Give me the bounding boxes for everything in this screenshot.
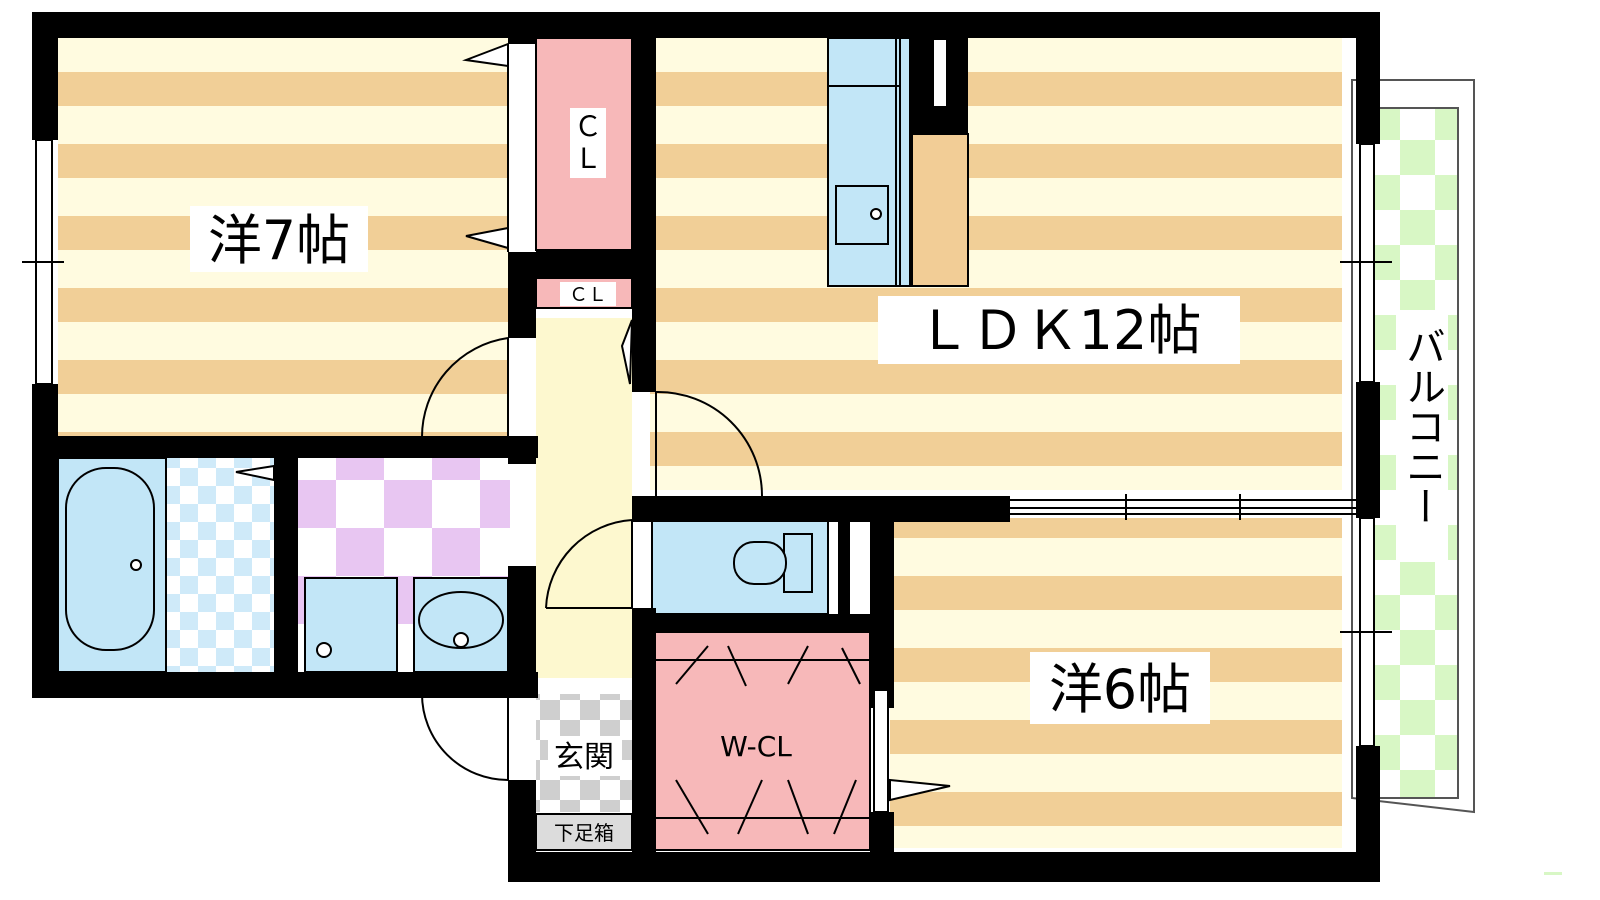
windows: [22, 139, 1392, 747]
label-western-6: 洋6帖: [1049, 658, 1191, 721]
label-balcony: バルコニー: [1399, 326, 1445, 526]
label-walk-in-closet: W-CL: [720, 730, 792, 763]
label-entrance: 玄関: [554, 740, 614, 775]
label-western-7: 洋7帖: [208, 209, 350, 272]
kitchen-counter: [911, 133, 969, 287]
label-ldk: ＬＤＫ12帖: [917, 299, 1202, 362]
hallway: [536, 318, 632, 678]
label-closet-small: ＣＬ: [569, 284, 607, 306]
ldk-floor: [650, 38, 1342, 490]
closet-hanger-marks: [652, 645, 870, 835]
washbasin-icon: [413, 577, 509, 673]
washing-machine-icon: [304, 577, 398, 673]
toilet-icon: [733, 533, 813, 593]
room-labels: 洋7帖 ＬＤＫ12帖 洋6帖 Ｃ Ｌ ＣＬ W-CL 玄関 下足箱 バルコニー: [190, 108, 1448, 845]
label-closet-upper-1: Ｃ: [574, 110, 602, 143]
doors: [235, 42, 951, 813]
bathtub-icon: [57, 457, 167, 673]
label-shoe-box: 下足箱: [554, 821, 614, 845]
corner-mark: [1544, 872, 1562, 875]
label-closet-upper-2: Ｌ: [574, 142, 602, 175]
kitchen-sink-icon: [827, 37, 911, 287]
